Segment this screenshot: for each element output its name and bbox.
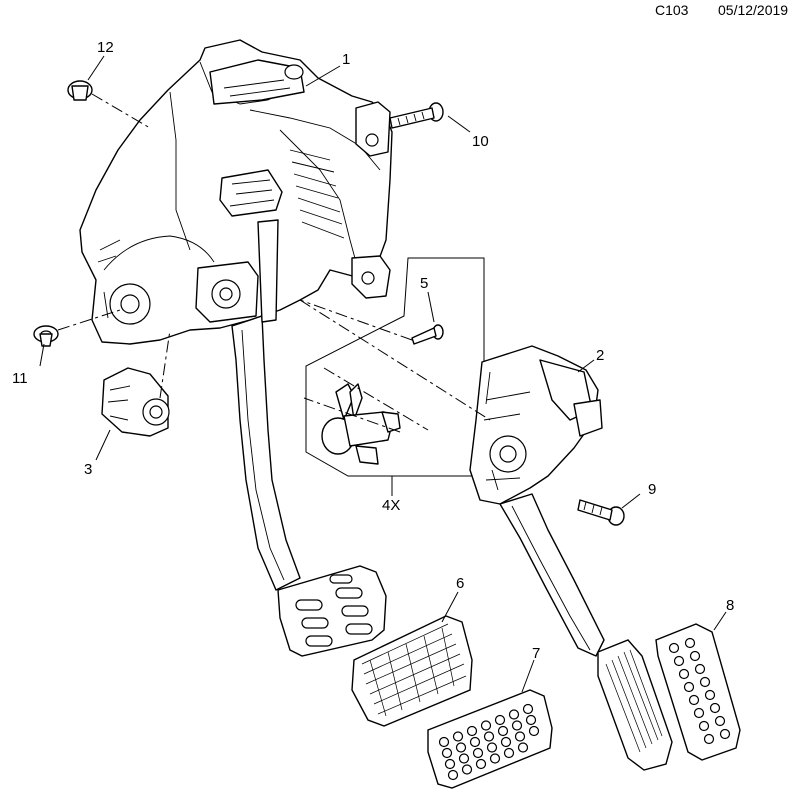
pad-dot	[480, 720, 492, 731]
bolt-10	[389, 102, 444, 129]
push-nut-11	[33, 325, 59, 347]
pad-dot	[489, 753, 501, 764]
pad-dot	[472, 747, 484, 759]
pad-dot	[452, 731, 464, 742]
pad-dot	[525, 714, 537, 726]
callout-12: 12	[97, 39, 114, 56]
pad-dot	[483, 731, 495, 742]
axis-line-3	[159, 329, 171, 399]
pad-dot	[528, 725, 540, 737]
callout-quantity-4x: 4X	[382, 497, 400, 514]
inset-frame	[305, 257, 485, 477]
pad-dot	[503, 747, 515, 759]
pad-dot	[689, 650, 701, 662]
pad-dot	[444, 758, 456, 770]
callout-5: 5	[420, 275, 428, 292]
brake-pedal-pad-6	[351, 615, 473, 727]
pad-dot	[709, 702, 721, 714]
pad-dot	[683, 681, 695, 693]
accelerator-pedal-module	[469, 345, 673, 771]
pad-dot	[466, 725, 478, 737]
pad-dot	[494, 714, 506, 726]
pad-dot	[699, 676, 711, 688]
pad-dot	[517, 742, 529, 753]
callout-11: 11	[12, 370, 28, 387]
axis-line-2	[299, 299, 491, 421]
axis-line-5	[299, 299, 413, 341]
pad-dot	[500, 736, 512, 748]
pad-dot	[441, 747, 453, 759]
accelerator-pedal-pad-8	[655, 623, 741, 761]
pad-dot	[694, 663, 706, 675]
pad-dot	[678, 668, 690, 680]
pad-dot	[522, 703, 534, 715]
pad-dot	[458, 753, 470, 764]
pad-dot	[486, 742, 498, 753]
pad-dot	[704, 689, 716, 701]
stop-lamp-switch	[101, 367, 170, 437]
pad-dot	[455, 742, 467, 753]
bolt-9	[577, 499, 625, 526]
pad-dot	[688, 694, 700, 706]
brake-pedal-bracket	[79, 39, 393, 657]
pad-dot	[693, 707, 705, 719]
callout-9: 9	[648, 481, 656, 498]
pad-dot	[438, 736, 450, 748]
leader-lines	[39, 55, 727, 693]
callout-1: 1	[342, 51, 350, 68]
diagram-code: C103	[655, 2, 689, 18]
callout-10: 10	[472, 133, 489, 150]
pad-dot	[714, 715, 726, 727]
pad-dot	[514, 731, 526, 742]
pad-dot	[447, 769, 459, 781]
pad-dot	[497, 725, 509, 737]
pad-dot	[668, 642, 680, 654]
pad-dot	[673, 655, 685, 667]
pad-dot	[475, 758, 487, 770]
pad-dot	[684, 637, 696, 649]
brake-pedal-pad-7	[427, 689, 553, 789]
callout-2: 2	[596, 347, 604, 364]
callout-3: 3	[84, 461, 92, 478]
callout-7: 7	[532, 645, 540, 662]
pad-dot	[703, 733, 715, 745]
axis-line-inset-a	[323, 367, 429, 431]
pad-dot	[461, 764, 473, 775]
axis-line-inset-b	[303, 397, 401, 433]
axis-line-11	[57, 309, 121, 331]
pad-dot	[719, 728, 731, 740]
pad-dot	[508, 709, 520, 720]
diagram-date: 05/12/2019	[718, 2, 789, 18]
bolt-5	[411, 324, 444, 345]
pad-dot	[698, 720, 710, 732]
push-nut-12	[67, 80, 93, 101]
axis-line-12	[91, 93, 151, 129]
pad-dot	[469, 736, 481, 748]
inset-sensor	[321, 383, 401, 465]
callout-8: 8	[726, 597, 734, 614]
callout-6: 6	[456, 575, 464, 592]
pad-dot	[511, 720, 523, 731]
